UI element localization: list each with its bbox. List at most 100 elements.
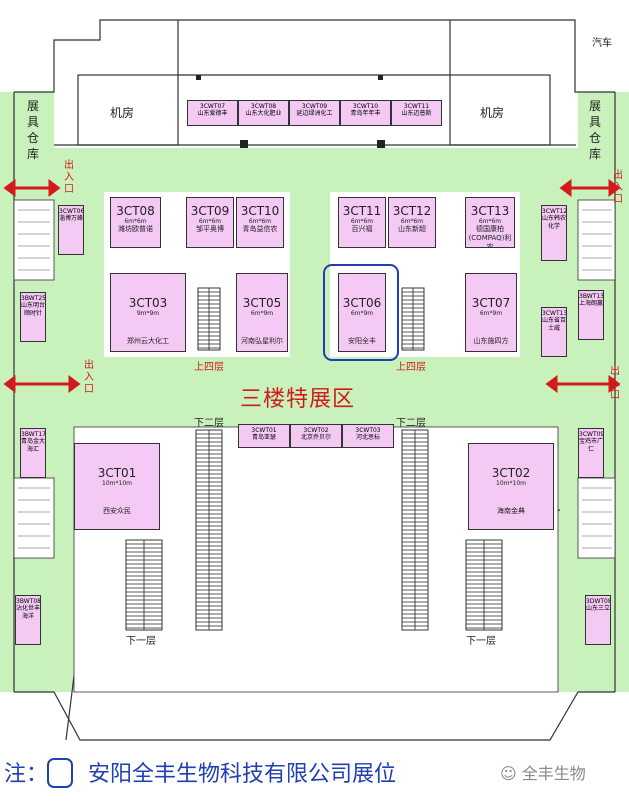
booth-code: 3CT09 [190, 204, 230, 218]
booth-code: 3CWT09 [301, 103, 328, 110]
floor-down1-left: 下一层 [126, 636, 156, 647]
right-lower-green [558, 427, 578, 692]
booth-company: 青岛益信农 [242, 225, 278, 233]
booth-code: 3CWT13 [542, 310, 567, 317]
booth-company: 河北思标 [355, 434, 380, 441]
booth-company: 山东明台顺时针 [21, 302, 46, 317]
floor-down2-left: 下二层 [194, 418, 224, 429]
booth-code: 3CT12 [392, 204, 432, 218]
booth-company: 河南弘星利尔 [241, 337, 283, 345]
middle-green-band [54, 357, 578, 427]
booth-code: 3BWT25 [21, 295, 46, 302]
booth-company: 山东省百士威 [542, 317, 567, 332]
exit-label-right-middle: 出入口 [610, 366, 620, 401]
machine-room-right: 机房 [480, 106, 505, 120]
booth-company: 山东迈普斯 [401, 110, 432, 117]
floor-up-right: 上四层 [396, 362, 426, 373]
booth-company: 山东三立 [586, 605, 611, 612]
booth-company: 山东爱德丰 [197, 110, 228, 117]
storage-right: 展具仓库 [588, 99, 601, 161]
upper-green-band [54, 148, 578, 192]
booth-company: 延边绿洲化工 [296, 110, 333, 117]
machine-room-left: 机房 [110, 106, 135, 120]
booth-company: 潍坊欧普诺 [118, 225, 153, 233]
stair-blocks [13, 199, 616, 559]
escalator-steps [126, 288, 502, 630]
booth-code: 3CWT03 [355, 427, 381, 434]
booth-code: 3CT07 [471, 296, 511, 310]
legend: 注： 安阳全丰生物科技有限公司展位 ☺ 全丰生物 [0, 748, 629, 798]
booth-code: 3CT10 [240, 204, 280, 218]
floor-up-left: 上四层 [194, 362, 224, 373]
booth-code: 3CT06 [342, 296, 382, 310]
booth-company: 沾化世丰海洋 [16, 605, 41, 620]
exit-label-left-upper: 出入口 [64, 160, 74, 195]
door-markers [196, 75, 385, 148]
booth-code: 3CWT09 [579, 431, 604, 438]
storage-left: 展具仓库 [26, 99, 39, 161]
booth-code: 3CT05 [242, 296, 282, 310]
booth-code: 3CT02 [491, 466, 531, 480]
booth-company: 海南金典 [497, 507, 525, 515]
booth-company: 山东大化肥业 [245, 110, 282, 117]
booth-company: 百兴福 [351, 225, 373, 233]
booth-code: 3BWT17 [21, 431, 46, 438]
booth-code: 3CT08 [116, 204, 155, 218]
booth-size: 6m*6m [124, 218, 147, 225]
booth-code: 3CWT11 [403, 103, 430, 110]
booth-size: 6m*6m [248, 218, 272, 225]
booth-size: 6m*9m [479, 310, 503, 317]
booth-code: 3CT13 [470, 204, 510, 218]
booth-size: 10m*10m [102, 480, 132, 487]
watermark: ☺ 全丰生物 [500, 760, 586, 784]
booth-size: 10m*10m [496, 480, 526, 487]
zone-title: 三楼特展区 [240, 387, 356, 412]
booth-code: 3BWT08 [16, 598, 41, 605]
booth-code: 3BWT13 [579, 293, 604, 300]
booth-size: 6m*6m [198, 218, 222, 225]
floor-down2-right: 下二层 [396, 418, 426, 429]
booth-size: 6m*6m [400, 218, 424, 225]
right-green-corridor [578, 92, 629, 692]
booth-code: 3CWT01 [251, 427, 277, 434]
booth-company: 邹平奥博 [196, 225, 224, 233]
booth-code: 3CT01 [97, 466, 137, 480]
legend-text: 安阳全丰生物科技有限公司展位 [88, 762, 397, 787]
legend-box-icon [47, 758, 73, 788]
left-lower-green [54, 427, 74, 692]
exit-arrows [3, 179, 621, 393]
booth-code: 3CWT02 [303, 427, 329, 434]
booth-company: 青岛年年丰 [350, 110, 381, 117]
exit-label-right-upper: 出入口 [613, 170, 623, 205]
booth-code: 3CWT08 [250, 103, 277, 110]
